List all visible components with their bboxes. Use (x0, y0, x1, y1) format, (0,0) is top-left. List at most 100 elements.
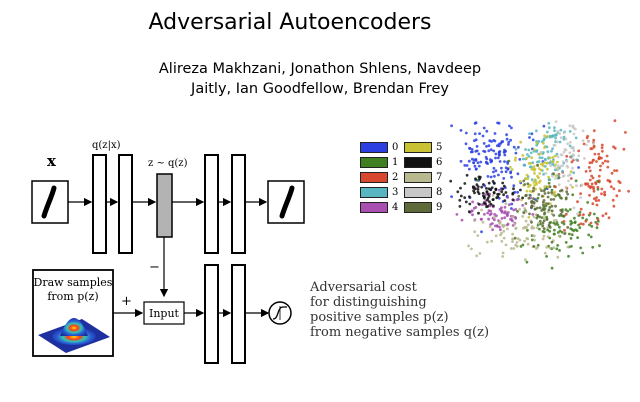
scatter-point (489, 175, 493, 179)
scatter-point (590, 161, 594, 164)
scatter-point (500, 239, 504, 243)
scatter-point (527, 196, 531, 200)
scatter-point (537, 160, 541, 163)
scatter-point (506, 227, 509, 231)
scatter-point (478, 252, 482, 255)
scatter-point (550, 188, 554, 192)
scatter-point (523, 239, 527, 243)
scatter-point (530, 226, 534, 230)
scatter-point (553, 164, 557, 168)
scatter-point (545, 161, 549, 165)
scatter-point (534, 247, 538, 250)
scatter-point (504, 191, 508, 194)
scatter-point (553, 126, 556, 129)
scatter-point (530, 156, 534, 160)
scatter-point (590, 182, 594, 186)
scatter-point (554, 136, 557, 140)
scatter-point (497, 151, 501, 155)
scatter-point (548, 205, 552, 209)
scatter-point (571, 157, 574, 161)
scatter-point (556, 168, 560, 171)
scatter-point (482, 183, 485, 186)
scatter-point (535, 226, 539, 230)
scatter-point (556, 244, 560, 247)
scatter-point (538, 153, 541, 156)
scatter-point (474, 138, 478, 142)
scatter-point (473, 191, 476, 195)
scatter-point (538, 156, 542, 160)
scatter-point (566, 192, 570, 196)
scatter-point (467, 244, 470, 248)
scatter-point (516, 190, 519, 194)
scatter-point (564, 137, 568, 141)
scatter-point (542, 208, 546, 212)
scatter-point (507, 203, 511, 207)
scatter-point (597, 152, 601, 156)
scatter-point (486, 205, 490, 208)
scatter-point (530, 132, 534, 136)
scatter-point (579, 207, 583, 211)
scatter-point (504, 202, 508, 206)
scatter-point (542, 124, 546, 128)
scatter-point (526, 182, 530, 186)
scatter-point (584, 182, 588, 186)
scatter-point (492, 139, 496, 142)
scatter-point (475, 167, 478, 171)
scatter-point (502, 224, 505, 228)
scatter-point (615, 194, 619, 198)
scatter-point (525, 173, 529, 177)
scatter-point (561, 160, 565, 164)
scatter-point (588, 193, 591, 197)
legend-item-9: 9 (404, 202, 442, 213)
scatter-point (608, 180, 612, 184)
scatter-point (527, 162, 531, 165)
scatter-point (525, 193, 528, 197)
scatter-point (601, 149, 604, 153)
input-digit-stroke (41, 185, 57, 219)
scatter-point (506, 162, 510, 165)
scatter-point (458, 198, 462, 202)
scatter-point (622, 147, 626, 151)
scatter-point (595, 196, 598, 200)
scatter-point (595, 160, 598, 163)
scatter-point (548, 135, 552, 139)
scatter-point (548, 178, 552, 181)
scatter-point (498, 160, 502, 163)
scatter-point (542, 189, 546, 193)
legend-swatch (404, 157, 432, 168)
scatter-point (493, 174, 496, 178)
scatter-point (568, 144, 572, 148)
scatter-point (511, 232, 514, 236)
scatter-point (493, 216, 496, 219)
scatter-point (555, 152, 559, 156)
scatter-point (558, 140, 562, 144)
scatter-point (507, 143, 510, 146)
scatter-point (606, 160, 610, 163)
scatter-point (556, 130, 560, 133)
scatter-point (553, 190, 557, 194)
scatter-point (536, 163, 539, 167)
scatter-point (506, 222, 510, 226)
scatter-point (569, 227, 573, 231)
scatter-point (568, 232, 571, 236)
scatter-point (586, 139, 590, 143)
scatter-point (490, 159, 493, 163)
scatter-point (512, 184, 516, 188)
scatter-point (581, 216, 585, 220)
scatter-point (571, 146, 575, 149)
scatter-point (524, 210, 528, 214)
scatter-point (463, 196, 467, 199)
scatter-point (464, 200, 468, 204)
scatter-point (533, 238, 536, 242)
scatter-point (571, 125, 575, 129)
scatter-point (510, 207, 513, 210)
scatter-point (553, 228, 556, 232)
scatter-point (477, 192, 481, 195)
scatter-point (530, 200, 533, 204)
scatter-point (519, 188, 522, 192)
scatter-point (494, 169, 498, 173)
scatter-point (532, 189, 535, 193)
encoder-layer-1 (92, 154, 107, 254)
scatter-point (613, 169, 616, 172)
scatter-point (609, 185, 613, 189)
